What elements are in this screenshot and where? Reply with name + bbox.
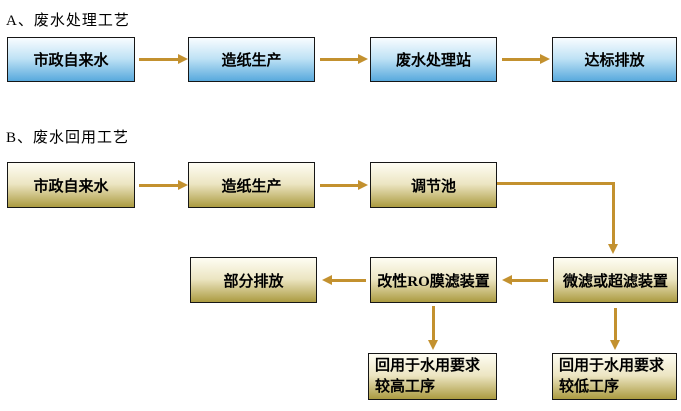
elbow-connector-horizontal bbox=[497, 182, 614, 185]
arrow-head bbox=[540, 54, 550, 64]
arrow-shaft bbox=[139, 57, 178, 61]
arrow-shaft bbox=[431, 306, 435, 340]
arrow-down-icon bbox=[427, 306, 439, 350]
arrow-shaft bbox=[320, 183, 358, 187]
arrow-shaft bbox=[332, 278, 366, 282]
arrow-head bbox=[428, 340, 438, 350]
arrow-head bbox=[178, 54, 188, 64]
arrow-shaft bbox=[613, 308, 617, 340]
arrow-head bbox=[610, 340, 620, 350]
arrow-head bbox=[178, 180, 188, 190]
section-b-title: B、废水回用工艺 bbox=[6, 130, 130, 146]
arrow-right-icon bbox=[139, 179, 188, 191]
arrow-shaft bbox=[139, 183, 178, 187]
box-b-modified-ro-membrane: 改性RO膜滤装置 bbox=[370, 257, 497, 303]
arrow-right-icon bbox=[139, 53, 188, 65]
reuse-high-line1: 回用于水用要求 bbox=[375, 357, 481, 374]
arrow-down-icon bbox=[609, 308, 621, 350]
box-b-regulating-tank: 调节池 bbox=[370, 162, 497, 208]
arrow-head bbox=[608, 244, 618, 254]
reuse-low-line2: 较低工序 bbox=[559, 378, 620, 395]
box-a-tap-water: 市政自来水 bbox=[7, 37, 135, 82]
arrow-right-icon bbox=[320, 53, 368, 65]
box-a-compliant-discharge: 达标排放 bbox=[552, 37, 677, 82]
arrow-shaft bbox=[611, 182, 615, 244]
arrow-left-icon bbox=[502, 274, 548, 286]
arrow-head bbox=[322, 275, 332, 285]
box-a-treatment-station: 废水处理站 bbox=[370, 37, 497, 82]
box-b-micro-ultra-filtration: 微滤或超滤装置 bbox=[553, 257, 678, 303]
arrow-head bbox=[358, 54, 368, 64]
arrow-down-icon bbox=[607, 182, 619, 254]
section-a-title: A、废水处理工艺 bbox=[6, 13, 130, 29]
box-b-reuse-low: 回用于水用要求 较低工序 bbox=[552, 353, 677, 400]
box-b-reuse-high: 回用于水用要求 较高工序 bbox=[368, 353, 497, 400]
arrow-right-icon bbox=[502, 53, 550, 65]
arrow-shaft bbox=[512, 278, 548, 282]
arrow-left-icon bbox=[322, 274, 366, 286]
arrow-head bbox=[358, 180, 368, 190]
box-b-paper-production: 造纸生产 bbox=[188, 162, 315, 208]
arrow-right-icon bbox=[320, 179, 368, 191]
arrow-shaft bbox=[502, 57, 540, 61]
box-b-partial-discharge: 部分排放 bbox=[190, 257, 317, 303]
arrow-shaft bbox=[320, 57, 358, 61]
box-b-tap-water: 市政自来水 bbox=[7, 162, 135, 208]
reuse-high-line2: 较高工序 bbox=[375, 378, 436, 395]
reuse-low-line1: 回用于水用要求 bbox=[559, 357, 665, 374]
arrow-head bbox=[502, 275, 512, 285]
box-a-paper-production: 造纸生产 bbox=[188, 37, 315, 82]
